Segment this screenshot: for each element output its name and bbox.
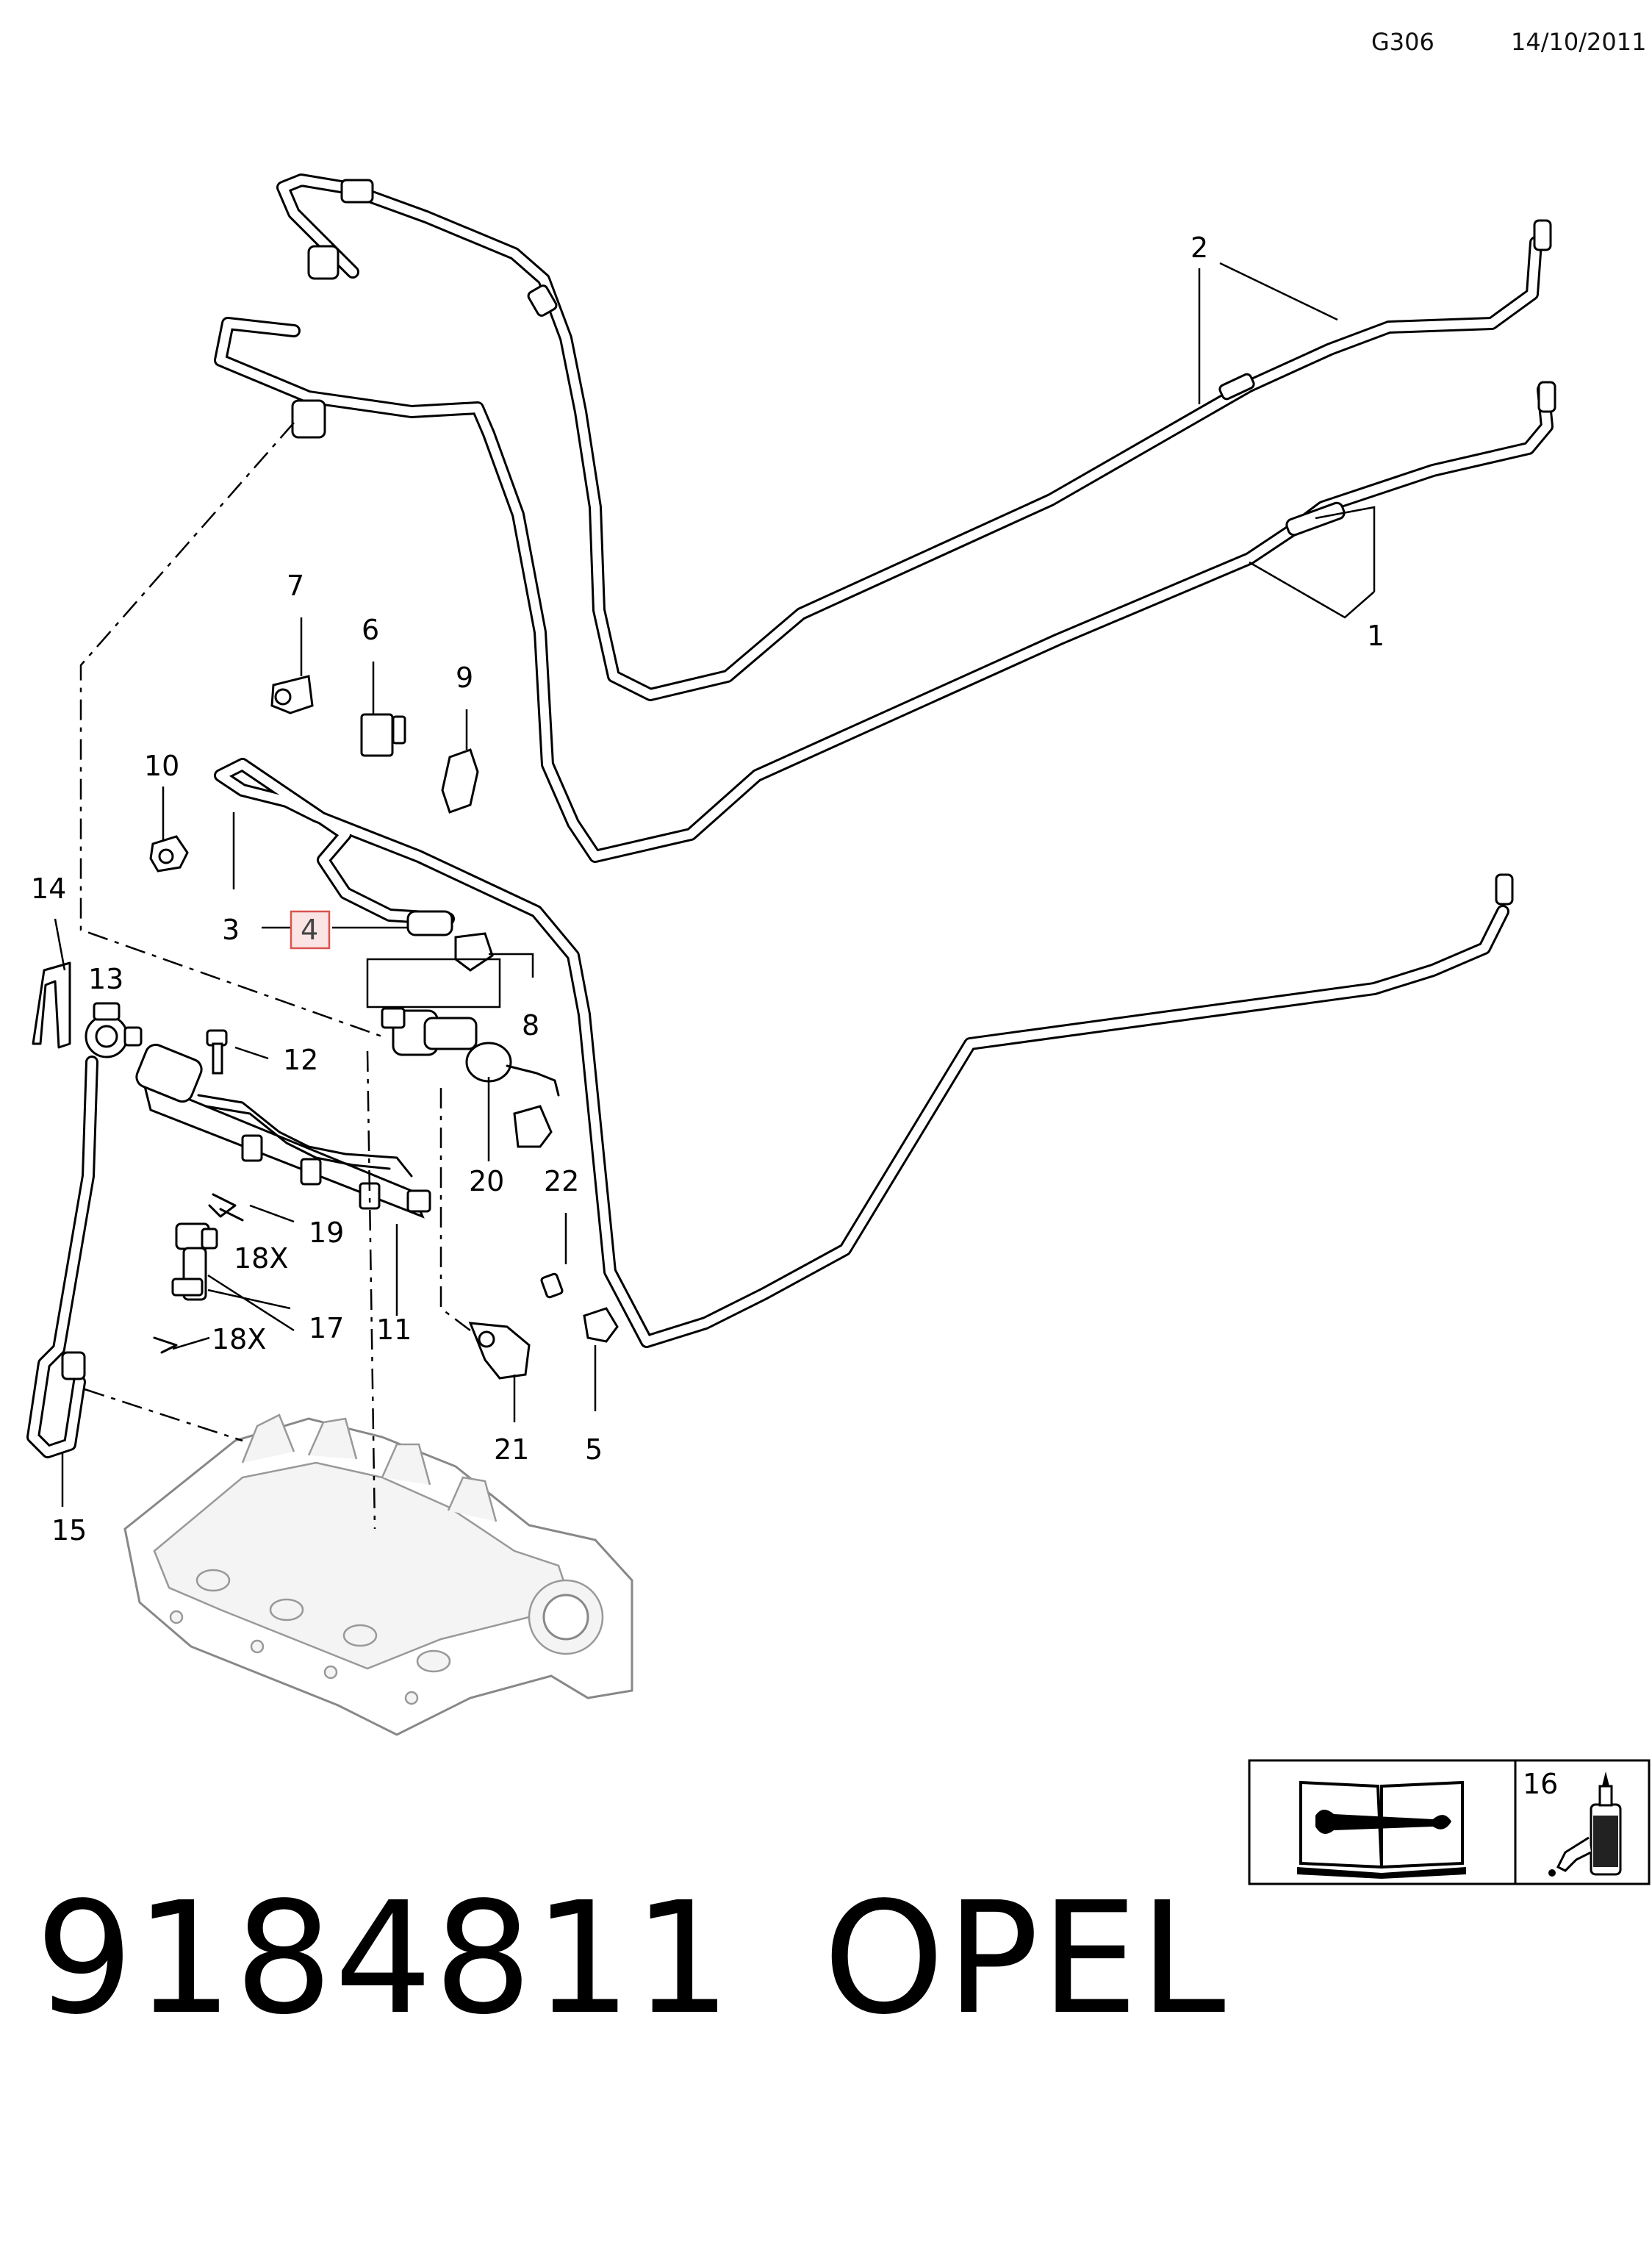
seal-ring-part-19[interactable] bbox=[208, 1193, 237, 1218]
callout-1[interactable]: 1 bbox=[1367, 620, 1385, 652]
o-ring-part-18x-lower[interactable] bbox=[153, 1336, 178, 1354]
callout-16[interactable]: 16 bbox=[1523, 1768, 1558, 1800]
callouts: 2 1 7 6 9 10 14 3 4 8 13 12 19 18X 18X 1… bbox=[31, 232, 1385, 1547]
o-ring-part-18x-upper[interactable] bbox=[219, 1208, 244, 1222]
callout-3[interactable]: 3 bbox=[222, 914, 240, 946]
callout-2[interactable]: 2 bbox=[1190, 232, 1208, 264]
fuel-line-1[interactable] bbox=[214, 317, 1554, 863]
assembly-dash-lines bbox=[79, 422, 471, 1530]
intake-manifold bbox=[123, 1413, 633, 1736]
diagram-date: 14/10/2011 bbox=[1511, 28, 1647, 56]
callout-20[interactable]: 20 bbox=[469, 1165, 504, 1197]
callout-10[interactable]: 10 bbox=[144, 750, 179, 782]
callout-13[interactable]: 13 bbox=[88, 963, 123, 995]
callout-5[interactable]: 5 bbox=[585, 1433, 603, 1466]
callout-22[interactable]: 22 bbox=[544, 1165, 579, 1197]
adhesive-bottle-icon[interactable] bbox=[1548, 1771, 1622, 1877]
line-1-sleeve bbox=[1285, 501, 1346, 537]
fuel-line-2[interactable] bbox=[276, 173, 1543, 701]
line-2-end-fitting bbox=[1533, 219, 1552, 251]
quick-connector-top bbox=[307, 245, 340, 280]
bolt-part-12[interactable] bbox=[206, 1029, 228, 1075]
clip-part-7[interactable] bbox=[270, 675, 314, 714]
callout-21[interactable]: 21 bbox=[494, 1433, 529, 1466]
fuel-damper-part-20[interactable] bbox=[381, 1007, 560, 1097]
leader-lines bbox=[54, 262, 1376, 1507]
clip-part-9[interactable] bbox=[441, 748, 479, 814]
line-2-joint bbox=[1218, 373, 1255, 401]
line-1-end-fitting bbox=[1537, 381, 1556, 413]
clamp-part-8[interactable] bbox=[454, 932, 494, 972]
callout-14[interactable]: 14 bbox=[31, 872, 66, 905]
fuel-rail-part-11[interactable] bbox=[134, 1042, 431, 1219]
legend-box: 16 bbox=[1248, 1759, 1651, 1885]
bracket-part-21[interactable] bbox=[468, 1322, 531, 1380]
fuel-injector-part-17[interactable] bbox=[171, 1222, 218, 1301]
bolt-part-22[interactable] bbox=[540, 1272, 564, 1299]
line-3-end-fitting bbox=[1495, 873, 1514, 906]
callout-9[interactable]: 9 bbox=[456, 662, 473, 694]
clip-part-10[interactable] bbox=[149, 835, 189, 872]
callout-17[interactable]: 17 bbox=[309, 1312, 344, 1344]
callout-15[interactable]: 15 bbox=[51, 1514, 87, 1547]
vacuum-hose-part-15[interactable] bbox=[26, 1056, 98, 1458]
callout-7[interactable]: 7 bbox=[287, 570, 304, 602]
clip-part-5[interactable] bbox=[583, 1307, 619, 1343]
hose-part-4[interactable] bbox=[406, 910, 453, 936]
part-number: 9184811 bbox=[35, 1868, 733, 2049]
line-2-connector bbox=[340, 179, 374, 204]
callout-18x-lower[interactable]: 18X bbox=[212, 1323, 266, 1355]
callout-18x-upper[interactable]: 18X bbox=[234, 1242, 288, 1275]
connector-part-22-upper[interactable] bbox=[513, 1105, 553, 1148]
callout-6[interactable]: 6 bbox=[362, 614, 379, 646]
retaining-clip-part-14[interactable] bbox=[32, 961, 71, 1049]
callout-11[interactable]: 11 bbox=[376, 1314, 412, 1346]
line-2-coupling bbox=[527, 284, 558, 317]
brand-name: OPEL bbox=[823, 1868, 1227, 2049]
callout-12[interactable]: 12 bbox=[283, 1044, 318, 1076]
quick-connector-lower bbox=[291, 399, 326, 439]
page-code: G306 bbox=[1371, 28, 1434, 56]
callout-4[interactable]: 4 bbox=[301, 914, 318, 946]
callout-19[interactable]: 19 bbox=[309, 1217, 344, 1249]
repair-manual-icon[interactable] bbox=[1297, 1780, 1466, 1879]
fuel-line-3[interactable] bbox=[214, 758, 1509, 1348]
callout-4-highlight bbox=[290, 910, 331, 950]
clip-part-6[interactable] bbox=[360, 713, 406, 757]
callout-8[interactable]: 8 bbox=[522, 1009, 539, 1042]
pressure-regulator-part-13[interactable] bbox=[85, 1002, 143, 1058]
